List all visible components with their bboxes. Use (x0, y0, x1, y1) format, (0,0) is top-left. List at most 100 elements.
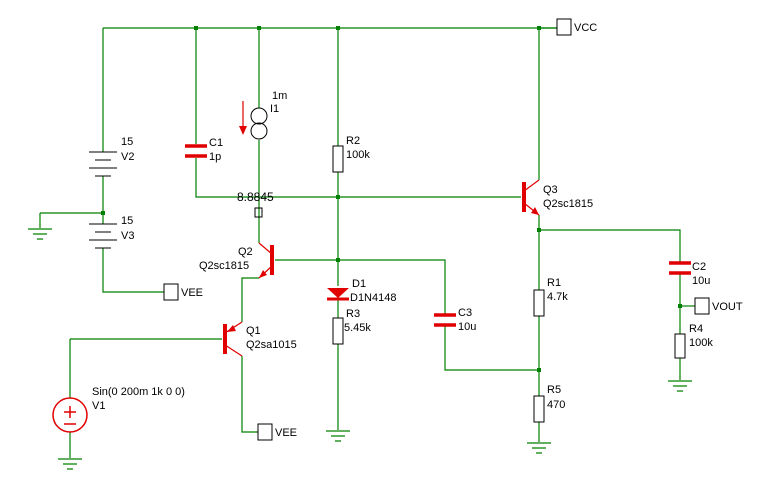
transistor-q3-arrow (531, 207, 539, 215)
ground-symbol-r3 (326, 430, 350, 442)
ground-symbol-r4 (668, 380, 692, 392)
v1-name: V1 (92, 400, 105, 412)
v1-value: Sin(0 200m 1k 0 0) (92, 386, 185, 398)
ground-symbol-r5 (527, 442, 551, 454)
junction-dot (336, 26, 340, 30)
r1-value: 4.7k (547, 291, 568, 303)
resistor-r4-body (674, 333, 686, 359)
resistor-r4: R4 100k (674, 323, 713, 359)
port-vee-box (163, 283, 179, 301)
capacitor-c3: C3 10u (434, 307, 476, 333)
probe-marker (254, 207, 263, 218)
junction-dot (101, 211, 105, 215)
port-vout-label: VOUT (712, 301, 743, 313)
i1-value: 1m (272, 90, 287, 102)
port-vee-label: VEE (181, 287, 203, 299)
port-vcc-label: VCC (574, 22, 597, 34)
current-source-i1: 1m I1 (239, 90, 287, 140)
r4-name: R4 (689, 323, 703, 335)
current-source-i1-ring (250, 107, 268, 125)
ground-bars (527, 442, 551, 454)
r4-value: 100k (689, 337, 713, 349)
transistor-q1-arrow (227, 325, 236, 332)
wire-q2-q1 (241, 277, 259, 322)
wire-v3-vee (102, 248, 164, 293)
wire-q2-base-c3 (275, 259, 446, 314)
port-vee-box (257, 423, 273, 441)
junction-dot (194, 26, 198, 30)
port-vee-bottom: VEE (257, 423, 297, 441)
v2-value: 15 (121, 136, 133, 148)
junction-dot (537, 228, 541, 232)
ground-bars (326, 430, 350, 442)
transistor-q3: Q3 Q2sc1815 (522, 179, 593, 216)
port-vcc-box (556, 18, 572, 36)
ground-symbol-v1 (58, 458, 82, 470)
resistor-r3-body (332, 317, 344, 345)
probe-value: 8.8845 (237, 190, 274, 204)
resistor-r1: R1 4.7k (533, 277, 568, 317)
v3-value: 15 (121, 215, 133, 227)
capacitor-c2-plates (669, 261, 691, 275)
ground-bars (58, 458, 82, 470)
r3-name: R3 (346, 308, 360, 320)
port-vee-label: VEE (275, 427, 297, 439)
q3-value: Q2sc1815 (543, 198, 593, 210)
ground-bars (668, 380, 692, 392)
ground-symbol-mid (28, 228, 52, 240)
current-source-i1-ring (250, 122, 268, 140)
port-vout: VOUT (694, 297, 743, 315)
c2-value: 10u (692, 275, 710, 287)
resistor-r5-body (533, 395, 545, 423)
junction-dot (257, 26, 261, 30)
r5-value: 470 (547, 399, 565, 411)
resistor-r5: R5 470 (533, 384, 565, 423)
battery-v3-plates (89, 223, 117, 249)
r2-value: 100k (346, 149, 370, 161)
c1-value: 1p (209, 151, 221, 163)
port-vee-top: VEE (163, 283, 203, 301)
junction-dot (336, 258, 340, 262)
transistor-q3-legs (523, 179, 540, 216)
transistor-q2: Q2 Q2sc1815 (199, 242, 274, 279)
diode-d1-triangle (327, 288, 349, 298)
q1-name: Q1 (246, 325, 261, 337)
v3-name: V3 (121, 230, 134, 242)
ground-bars (28, 228, 52, 240)
wire-c3-r5 (444, 326, 539, 371)
r5-name: R5 (547, 384, 561, 396)
wire-output-c2 (539, 229, 681, 262)
v2-name: V2 (121, 151, 134, 163)
q1-value: Q2sa1015 (246, 339, 297, 351)
wires (39, 27, 695, 458)
capacitor-c1-plates (185, 144, 207, 158)
transistor-q1: Q1 Q2sa1015 (223, 321, 297, 357)
r2-name: R2 (346, 135, 360, 147)
battery-v3: 15 V3 (89, 215, 134, 249)
diode-d1: D1 D1N4148 (327, 278, 396, 304)
junction-dot (336, 195, 340, 199)
port-vcc: VCC (539, 18, 597, 36)
c3-value: 10u (458, 321, 476, 333)
d1-name: D1 (352, 278, 366, 290)
c2-name: C2 (692, 261, 706, 273)
voltage-source-v1-signs (64, 406, 76, 425)
junction-dot (537, 368, 541, 372)
wire-q1-vee (241, 356, 258, 433)
capacitor-c2: C2 10u (669, 261, 710, 287)
battery-v2-plates (89, 151, 117, 177)
q2-value: Q2sc1815 (199, 260, 249, 272)
resistor-r2: R2 100k (332, 135, 370, 173)
wire-q3-base-net (195, 158, 521, 198)
c1-name: C1 (209, 137, 223, 149)
battery-v2: 15 V2 (89, 136, 134, 177)
current-arrow-head (239, 126, 247, 135)
i1-name: I1 (270, 103, 279, 115)
junctions (101, 26, 682, 372)
c3-name: C3 (458, 307, 472, 319)
r3-value: 5.45k (344, 322, 371, 334)
q3-name: Q3 (543, 184, 558, 196)
d1-value: D1N4148 (350, 292, 396, 304)
capacitor-c1: C1 1p (185, 137, 223, 163)
voltage-probe: 8.8845 (237, 190, 274, 218)
